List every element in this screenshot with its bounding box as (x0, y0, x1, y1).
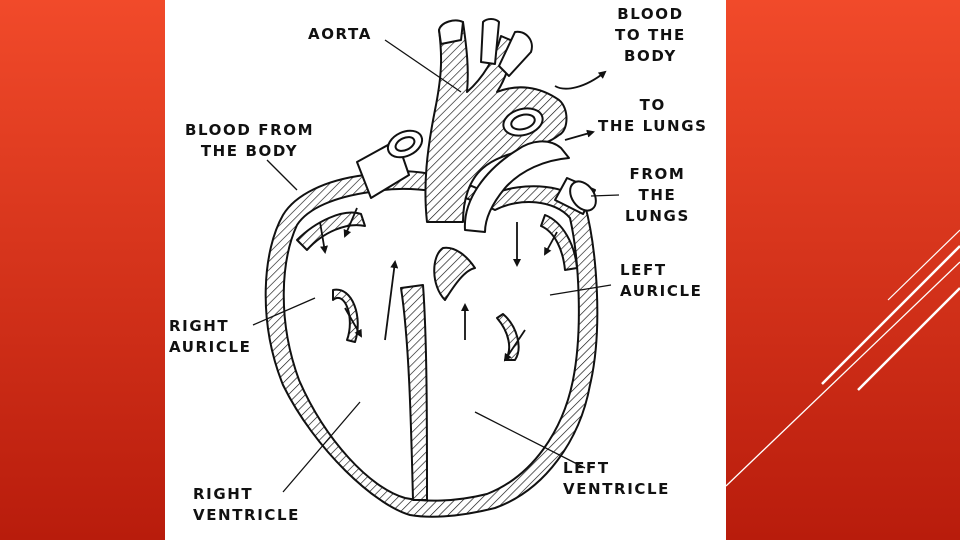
pulmonary-artery (463, 140, 570, 233)
label-blood-to-body: BLOOD TO THE BODY (615, 5, 686, 65)
right-valve (332, 288, 359, 343)
vena-cava-inner (394, 136, 416, 152)
label-to-lungs: TO THE LUNGS (598, 96, 708, 135)
aorta-branch-c (498, 30, 533, 77)
deco-line (821, 245, 960, 385)
leader-line-right-ventricle (282, 401, 361, 493)
leader-line-left-auricle (549, 284, 612, 296)
leader-line-left-ventricle (474, 411, 586, 469)
left-atrium-wall (540, 214, 578, 271)
leader-line-from-lungs (590, 194, 620, 197)
leader-line-blood-from-body (266, 159, 298, 191)
deco-line (887, 229, 960, 301)
flow-arrow (384, 260, 399, 341)
flow-arrow (344, 307, 362, 338)
flow-arrow (503, 329, 526, 362)
heart-cavity (282, 187, 580, 502)
heart-diagram (252, 18, 620, 518)
leader-line-right-auricle (252, 297, 316, 326)
pulmonary-vein-opening (569, 180, 597, 212)
right-atrium-wall (296, 211, 366, 251)
flow-arrows (319, 70, 607, 362)
flow-arrow (564, 129, 595, 141)
label-from-lungs: FROM THE LUNGS (625, 165, 690, 225)
deco-line (725, 261, 960, 487)
heart-drawing (264, 18, 599, 518)
leader-line-aorta (384, 39, 462, 93)
label-left-auricle: LEFT AURICLE (620, 261, 703, 300)
label-right-ventricle: RIGHT VENTRICLE (193, 485, 300, 524)
flow-arrow (343, 207, 358, 238)
label-right-auricle: RIGHT AURICLE (169, 317, 252, 356)
aorta-branch-a (438, 19, 464, 45)
flow-arrow (544, 231, 558, 256)
label-aorta: AORTA (308, 25, 372, 43)
leader-lines (252, 39, 620, 493)
label-blood-from-body: BLOOD FROM THE BODY (185, 121, 315, 160)
label-left-ventricle: LEFT VENTRICLE (563, 459, 670, 498)
flow-arrow (554, 70, 607, 90)
aorta-branch-b (480, 18, 500, 65)
pulmonary-inner (510, 113, 536, 131)
pulmonary-valve (433, 246, 476, 301)
flow-arrow (319, 221, 328, 254)
septum (400, 284, 428, 501)
deco-line (857, 287, 960, 391)
diagram-panel: AORTA BLOOD TO THE BODY TO THE LUNGS BLO… (165, 0, 726, 540)
